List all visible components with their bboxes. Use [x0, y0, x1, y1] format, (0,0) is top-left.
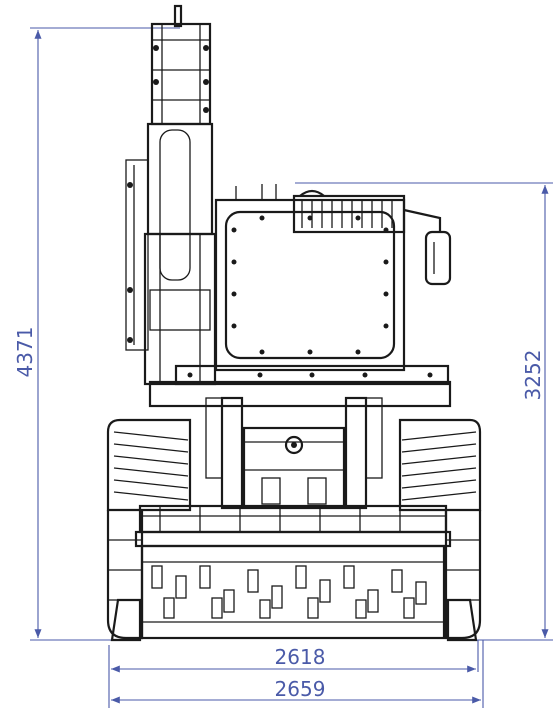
boom-arm: [125, 4, 217, 386]
overall-width-label: 2659: [275, 677, 326, 701]
right-track: [398, 418, 482, 640]
cab-height-label: 3252: [521, 350, 545, 401]
left-track: [106, 418, 192, 640]
dimension-cab-height: 3252: [295, 182, 553, 641]
center-mechanism: [242, 426, 346, 510]
track-width-label: 2618: [275, 645, 326, 669]
cab-guard-rail: [292, 189, 406, 234]
mulcher-head: [134, 504, 452, 640]
mulcher-teeth: [151, 565, 427, 619]
skid-plates: [110, 598, 478, 642]
total-height-label: 4371: [13, 327, 37, 378]
side-mirror: [403, 208, 452, 286]
operator-cab: [214, 184, 406, 372]
dimension-track-width: 2618: [108, 640, 479, 708]
dimension-overall-width: 2659: [111, 640, 484, 708]
upper-frame: [148, 364, 452, 510]
dimension-total-height: 4371: [13, 27, 180, 641]
